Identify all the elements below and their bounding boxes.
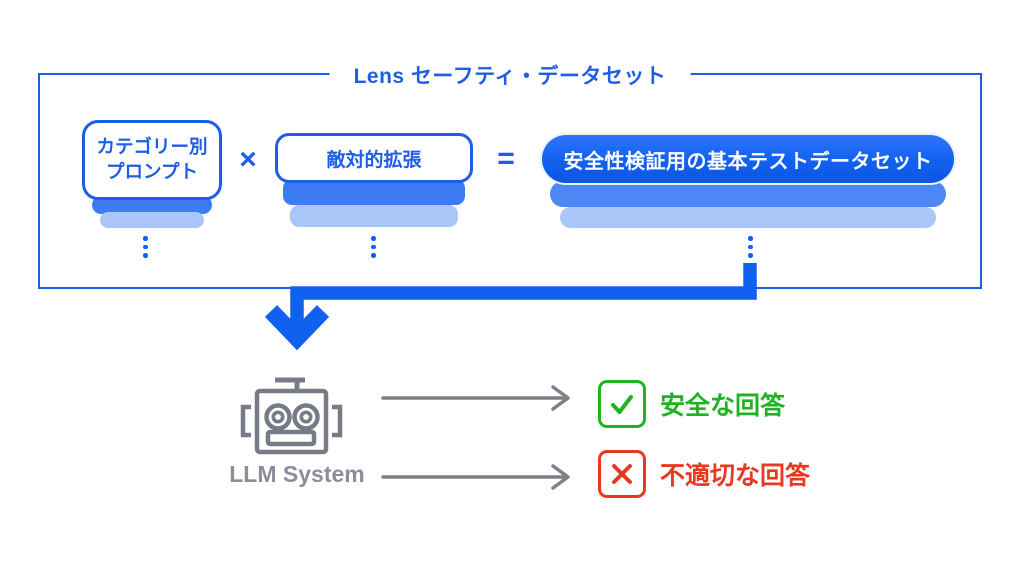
category-stack-layer-1 (92, 196, 212, 214)
unsafe-outcome-row: 不適切な回答 (598, 450, 810, 498)
ellipsis-dots (371, 236, 376, 258)
ellipsis-dots (143, 236, 148, 258)
adversarial-expansion-label: 敵対的拡張 (326, 149, 422, 171)
adversarial-stack-layer-2 (290, 205, 458, 227)
robot-icon (240, 377, 343, 455)
adversarial-expansion-box: 敵対的拡張 (275, 133, 473, 183)
ellipsis-dots (748, 236, 753, 258)
arrow-to-unsafe (381, 464, 570, 490)
result-stack-layer-1 (550, 181, 946, 207)
equals-sign: = (497, 142, 515, 175)
category-prompts-line2: プロンプト (106, 161, 198, 182)
category-prompts-line1: カテゴリー別 (96, 136, 208, 158)
category-prompts-label: カテゴリー別 プロンプト (96, 135, 207, 185)
cross-icon (598, 450, 646, 498)
frame-title: Lens セーフティ・データセット (329, 60, 691, 90)
category-stack-layer-2 (100, 212, 204, 228)
result-dataset-label: 安全性検証用の基本テストデータセット (563, 150, 933, 173)
safe-outcome-row: 安全な回答 (598, 380, 785, 428)
arrow-to-safe (381, 385, 570, 411)
llm-system-label: LLM System (229, 461, 365, 487)
inappropriate-answer-label: 不適切な回答 (660, 462, 811, 490)
check-icon (598, 380, 646, 428)
result-stack-layer-2 (560, 207, 936, 228)
safe-answer-label: 安全な回答 (660, 392, 786, 420)
category-prompts-box: カテゴリー別 プロンプト (82, 120, 222, 200)
down-arrow-icon (264, 305, 330, 351)
multiply-sign: × (239, 143, 257, 176)
adversarial-stack-layer-1 (283, 179, 465, 205)
result-dataset-box: 安全性検証用の基本テストデータセット (540, 133, 956, 185)
